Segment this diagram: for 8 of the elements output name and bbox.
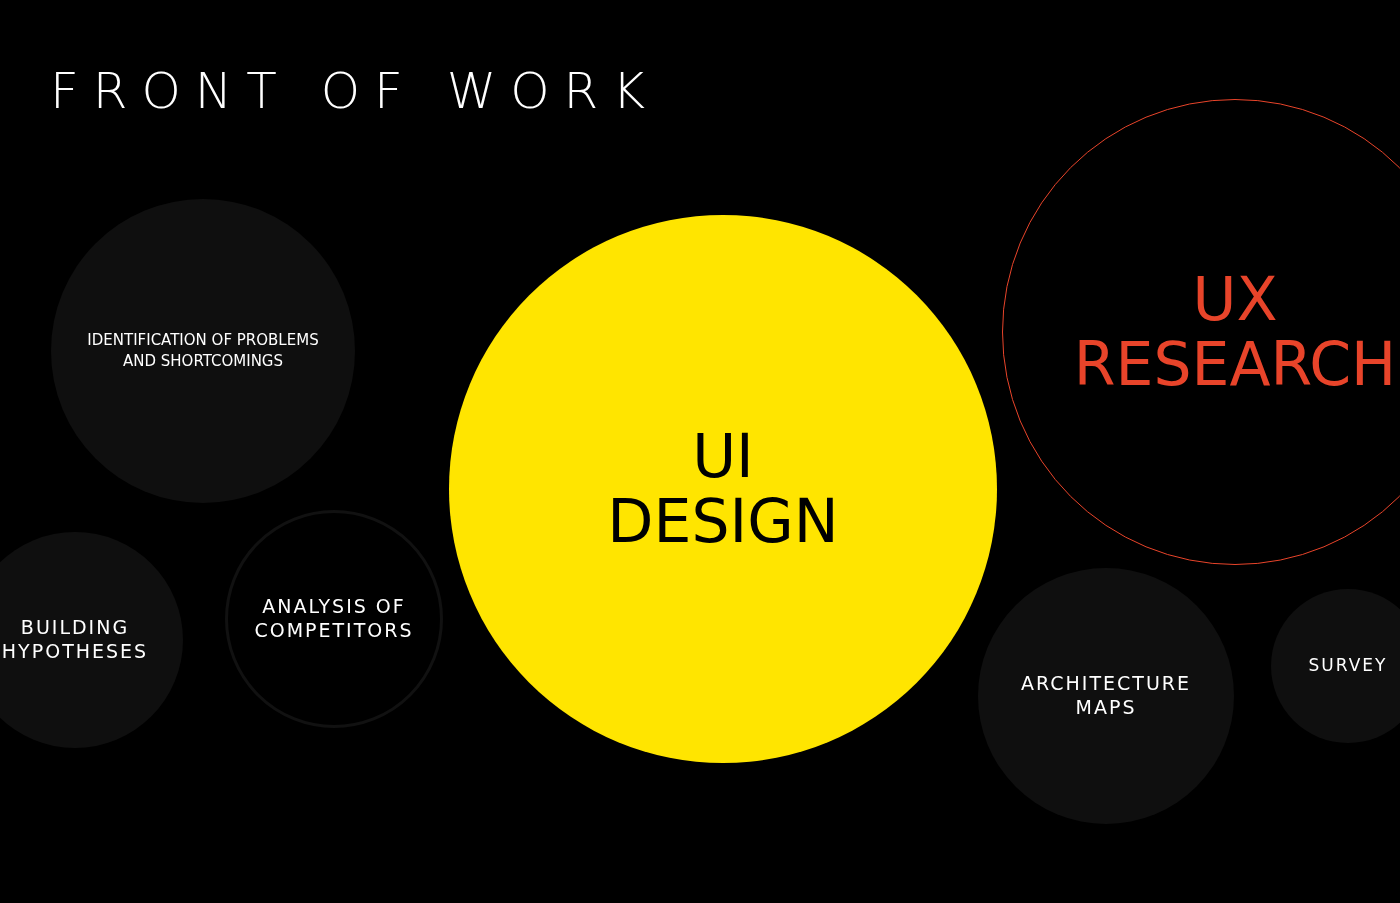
page-title: FRONT OF WORK [50,62,660,120]
topic-label: IDENTIFICATION OF PROBLEMS AND SHORTCOMINGS [86,330,320,372]
topic-label: ARCHITECTURE MAPS [1020,672,1192,720]
topic-label: UI DESIGN [606,424,840,554]
topic-label: ANALYSIS OF COMPETITORS [253,595,415,643]
topic-label: UX RESEARCH [1072,267,1398,397]
topic-label: SURVEY [1307,655,1389,677]
topic-label: BUILDING HYPOTHESES [0,616,150,664]
